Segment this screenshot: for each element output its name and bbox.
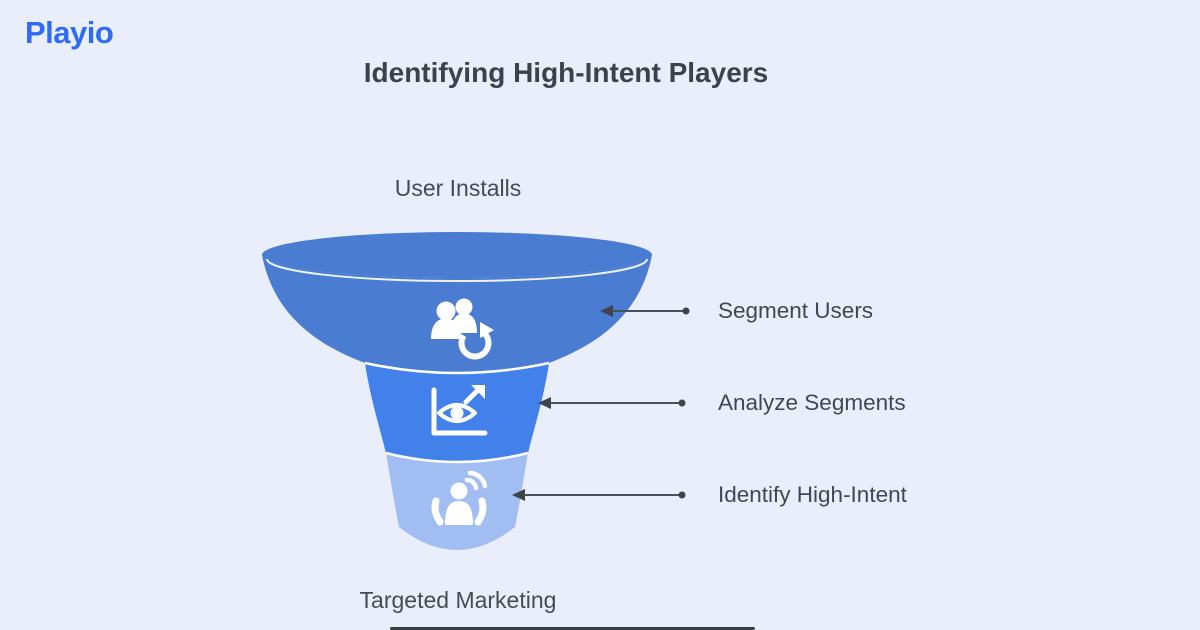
funnel-diagram	[262, 232, 652, 550]
arrow-left-icon	[512, 489, 686, 501]
funnel-bottom-label: Targeted Marketing	[359, 587, 557, 613]
users-sync-icon	[431, 298, 494, 360]
callout-label: Analyze Segments	[718, 390, 906, 415]
broadcast-person-icon	[431, 470, 488, 526]
arrow-left-icon	[600, 305, 690, 317]
bottom-edge-line	[390, 627, 755, 630]
callout-analyze-segments: Analyze Segments	[538, 388, 906, 418]
funnel-top-label: User Installs	[394, 175, 522, 201]
analytics-eye-icon	[431, 385, 488, 436]
arrow-left-icon	[538, 397, 686, 409]
callout-label: Segment Users	[718, 298, 874, 323]
page-title: Identifying High-Intent Players	[363, 57, 769, 88]
callout-identify-high-intent: Identify High-Intent	[512, 480, 907, 510]
funnel-stage-segment-users	[262, 255, 652, 373]
brand-logo: Playio	[25, 15, 114, 50]
funnel-top-ellipse	[262, 232, 652, 278]
funnel-rim-highlight	[266, 258, 648, 282]
funnel-separator-1	[364, 361, 550, 375]
funnel-separator-2	[385, 451, 529, 464]
callout-segment-users: Segment Users	[600, 296, 873, 326]
callout-label: Identify High-Intent	[718, 482, 907, 507]
